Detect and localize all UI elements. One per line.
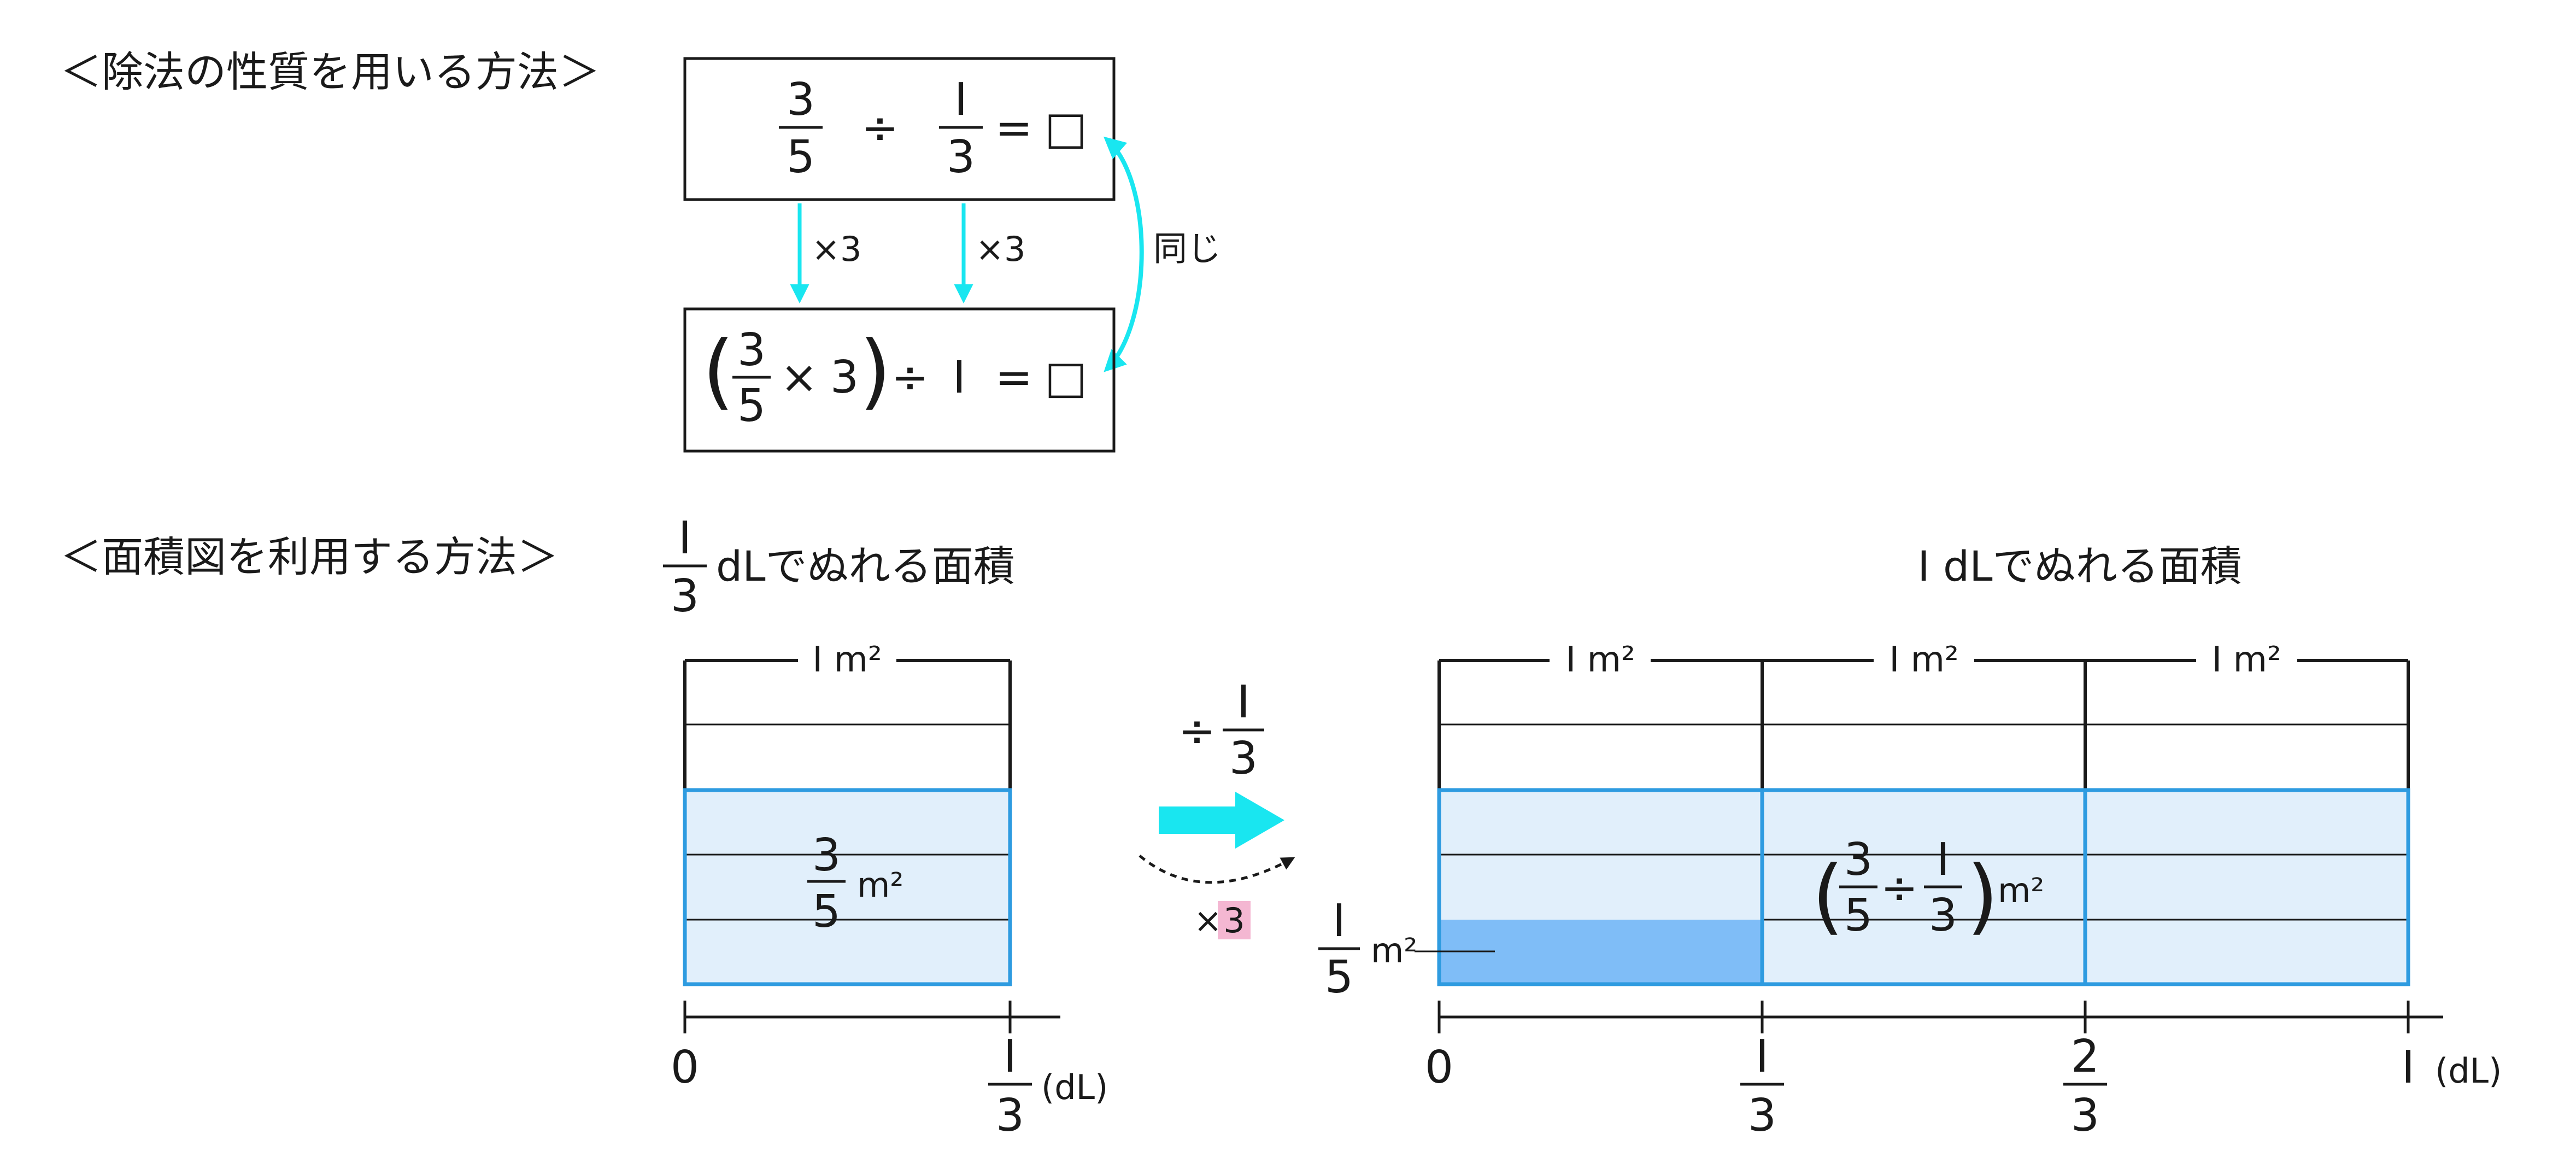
operation-group: ÷ I 3 × 3 [1139,676,1295,940]
left-area-diagram: I m² 3 5 m² 0 I 3 (dL) [671,640,1108,1142]
big-expr-right-paren: ) [1967,849,1999,944]
top-equals-sign: = [995,102,1033,154]
right-axis-t1-num: I [1756,1031,1769,1083]
big-expr-frac1-den: 5 [1844,890,1873,942]
top-frac2-den: 3 [947,131,975,183]
big-expr-divide-sign: ÷ [1881,862,1918,914]
same-double-arrow [1104,136,1144,372]
big-expr-left-paren: ( [1812,849,1844,944]
right-axis-label-0: 0 [1425,1042,1453,1094]
same-label: 同じ [1153,229,1221,268]
bottom-left-paren: ( [702,324,735,419]
op-divide-sign: ÷ [1178,705,1216,757]
left-axis-end-num: I [1004,1031,1017,1083]
op-frac-num: I [1237,676,1250,728]
bottom-one: I [953,352,966,404]
left-title-frac-num: I [678,512,691,564]
top-frac1-den: 5 [787,131,815,183]
small-area-frac-num: I [1333,895,1346,947]
right-axis-label-end: I [2402,1042,2415,1094]
big-right-arrow [1159,792,1284,849]
bottom-times-sign: × [781,352,818,404]
bottom-equation-box [683,307,1116,453]
left-fill-region [685,790,1010,984]
dotted-curve-arrow [1139,855,1295,884]
right-axis-unit: (dL) [2435,1051,2502,1091]
right-title: I dLでぬれる面積 [1917,542,2241,591]
left-fill-frac-num: 3 [812,829,841,881]
right-cell3-label: I m² [2211,640,2281,680]
bottom-answer-box: □ [1045,352,1087,404]
right-axis-t1-den: 3 [1748,1090,1776,1142]
big-expr-frac2-den: 3 [1929,890,1957,942]
right-cell1-label: I m² [1565,640,1635,680]
times-value: 3 [1223,901,1245,940]
times-sign: × [1194,901,1222,940]
left-title-text: dLでぬれる面積 [716,542,1015,591]
left-fill-unit: m² [857,865,903,905]
top-frac2-num: I [954,74,967,126]
left-fill-frac-den: 5 [812,886,841,938]
right-fill-border-3 [2083,788,2410,986]
left-axis-label-0: 0 [671,1042,699,1094]
times3-label-left: ×3 [812,229,861,269]
left-axis-unit: (dL) [1041,1067,1108,1107]
times-highlight [1218,901,1251,939]
top-equation-box [683,57,1116,201]
op-frac-den: 3 [1229,733,1258,785]
top-frac1-num: 3 [787,74,815,126]
right-axis-t2-num: 2 [2071,1031,2099,1083]
big-expr-unit: m² [1998,870,2044,910]
left-title: I 3 dLでぬれる面積 [663,512,1015,622]
bottom-frac-den: 5 [737,380,766,432]
big-expr-frac1-num: 3 [1844,834,1873,886]
left-title-frac-den: 3 [671,570,699,622]
bottom-divide-sign: ÷ [891,352,929,404]
bottom-equation: ( 3 5 × 3 ) ÷ I = □ [683,307,1116,453]
left-fill-border [683,788,1012,986]
bottom-right-paren: ) [859,324,891,419]
top-equation: 3 5 ÷ I 3 = □ [683,57,1116,201]
small-area-frac-den: 5 [1325,951,1353,1003]
top-answer-box: □ [1045,102,1087,154]
top-divide-sign: ÷ [861,102,899,154]
right-area-diagram: I m² I m² I m² I 5 m² ( 3 5 ÷ I 3 ) m² [1318,640,2502,1142]
times3-label-right: ×3 [976,229,1025,269]
right-axis-t2-den: 3 [2071,1090,2099,1142]
section-area-diagram: ＜面積図を利用する方法＞ I 3 dLでぬれる面積 I dLでぬれる面積 I m… [60,512,2502,1142]
bottom-equals-sign: = [995,352,1033,404]
section2-heading: ＜面積図を利用する方法＞ [60,533,559,581]
small-area-unit: m² [1371,931,1417,971]
bottom-three: 3 [830,352,859,404]
big-expr-frac2-num: I [1937,834,1950,886]
section1-heading: ＜除法の性質を用いる方法＞ [60,48,600,96]
left-cell-label: I m² [812,640,882,680]
bottom-frac-num: 3 [737,324,766,376]
section-division-property: ＜除法の性質を用いる方法＞ 3 5 ÷ I 3 = □ ×3 ×3 同じ ( 3 [60,48,1221,453]
right-cell2-label: I m² [1889,640,1958,680]
left-axis-end-den: 3 [996,1090,1024,1142]
